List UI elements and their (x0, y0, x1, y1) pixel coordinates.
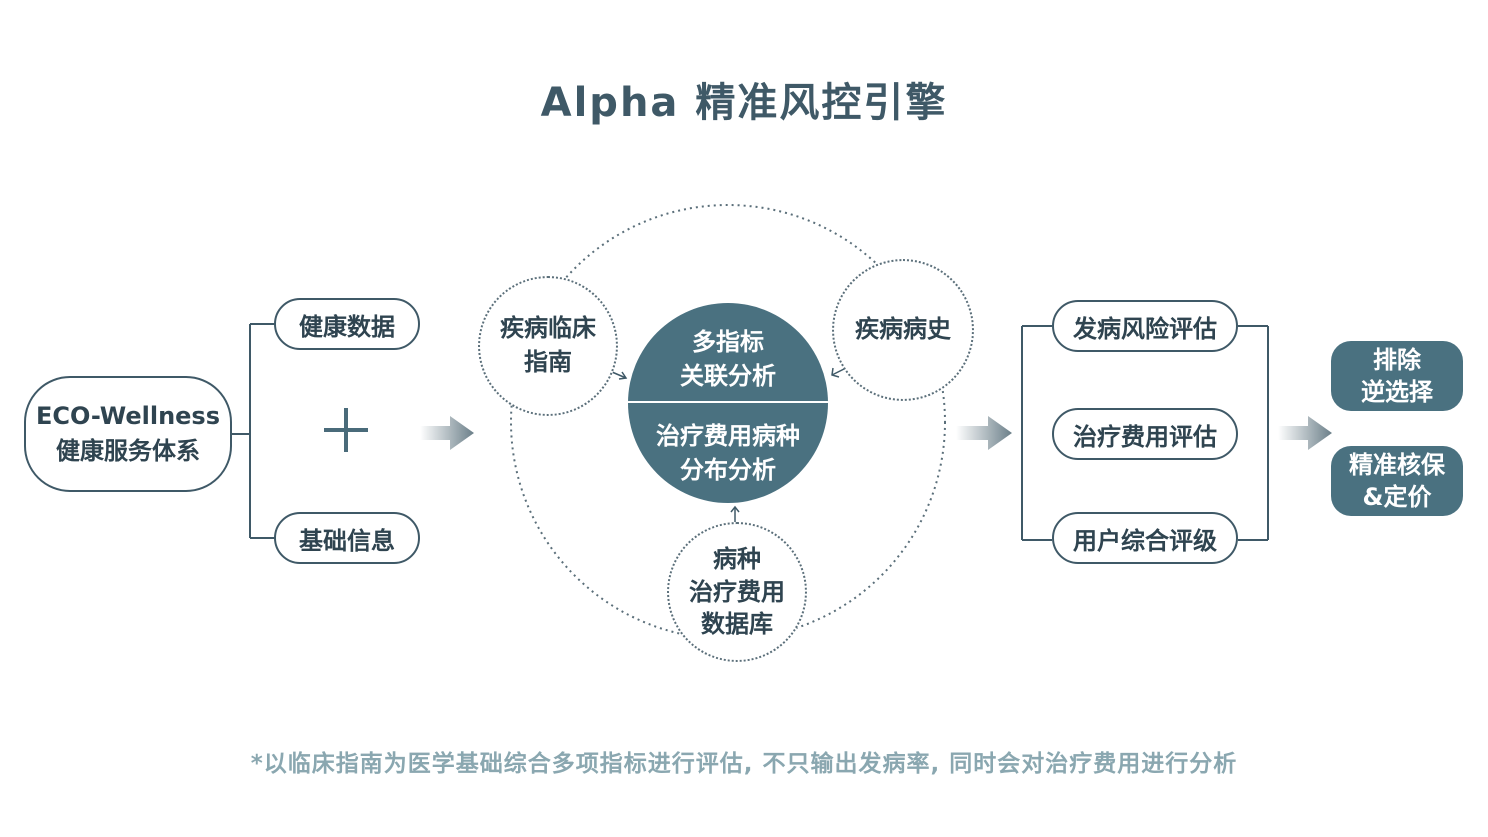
health-data-node: 健康数据 (274, 298, 420, 350)
anti-selection-line2: 逆选择 (1361, 378, 1433, 406)
underwriting-pricing-line1: 精准核保 (1349, 450, 1445, 479)
flow-arrow-1 (420, 416, 474, 450)
pointer-left (611, 371, 628, 380)
eco-wellness-node: ECO-Wellness 健康服务体系 (24, 376, 232, 492)
cost-database-line1: 病种 (713, 545, 761, 574)
core-bottom-line1: 治疗费用病种 (656, 422, 800, 450)
disease-history-label: 疾病病史 (855, 315, 951, 344)
clinical-guideline-line1: 疾病临床 (500, 314, 596, 343)
flow-arrow-2 (956, 416, 1012, 450)
result-underwriting-pricing: 精准核保 &定价 (1331, 446, 1463, 516)
evaluation-bracket (1021, 325, 1269, 541)
input-bracket (232, 323, 276, 539)
satellite-cost-database: 病种 治疗费用 数据库 (667, 522, 807, 662)
cost-database-line2: 治疗费用 (689, 577, 785, 606)
result-anti-selection: 排除 逆选择 (1331, 341, 1463, 411)
pointer-right (831, 367, 845, 378)
page-title: Alpha 精准风控引擎 (540, 80, 948, 126)
evaluation-treatment-cost: 治疗费用评估 (1052, 408, 1238, 460)
evaluation-user-rating: 用户综合评级 (1052, 512, 1238, 564)
eco-wellness-line1: ECO-Wellness (35, 402, 221, 431)
anti-selection-line1: 排除 (1373, 345, 1421, 374)
engine-dotted-ring (510, 204, 946, 640)
satellite-disease-history: 疾病病史 (832, 259, 974, 401)
underwriting-pricing-line2: &定价 (1362, 483, 1432, 511)
eco-wellness-line2: 健康服务体系 (56, 437, 200, 465)
core-divider (628, 401, 828, 403)
core-top-section: 多指标 关联分析 (628, 325, 828, 393)
flow-arrow-3 (1278, 416, 1332, 450)
evaluation-disease-risk: 发病风险评估 (1052, 300, 1238, 352)
core-bottom-line2: 分布分析 (680, 456, 776, 484)
clinical-guideline-line2: 指南 (524, 348, 572, 376)
cost-database-line3: 数据库 (701, 610, 773, 639)
footnote: *以临床指南为医学基础综合多项指标进行评估, 不只输出发病率, 同时会对治疗费用… (250, 751, 1238, 777)
core-top-line1: 多指标 (692, 328, 764, 356)
satellite-clinical-guideline: 疾病临床 指南 (478, 276, 618, 416)
engine-core: 多指标 关联分析 治疗费用病种 分布分析 (628, 303, 828, 503)
basic-info-node: 基础信息 (274, 512, 420, 564)
core-top-line2: 关联分析 (680, 362, 776, 390)
core-bottom-section: 治疗费用病种 分布分析 (628, 419, 828, 487)
plus-icon (324, 408, 368, 452)
pointer-bottom (730, 505, 740, 522)
